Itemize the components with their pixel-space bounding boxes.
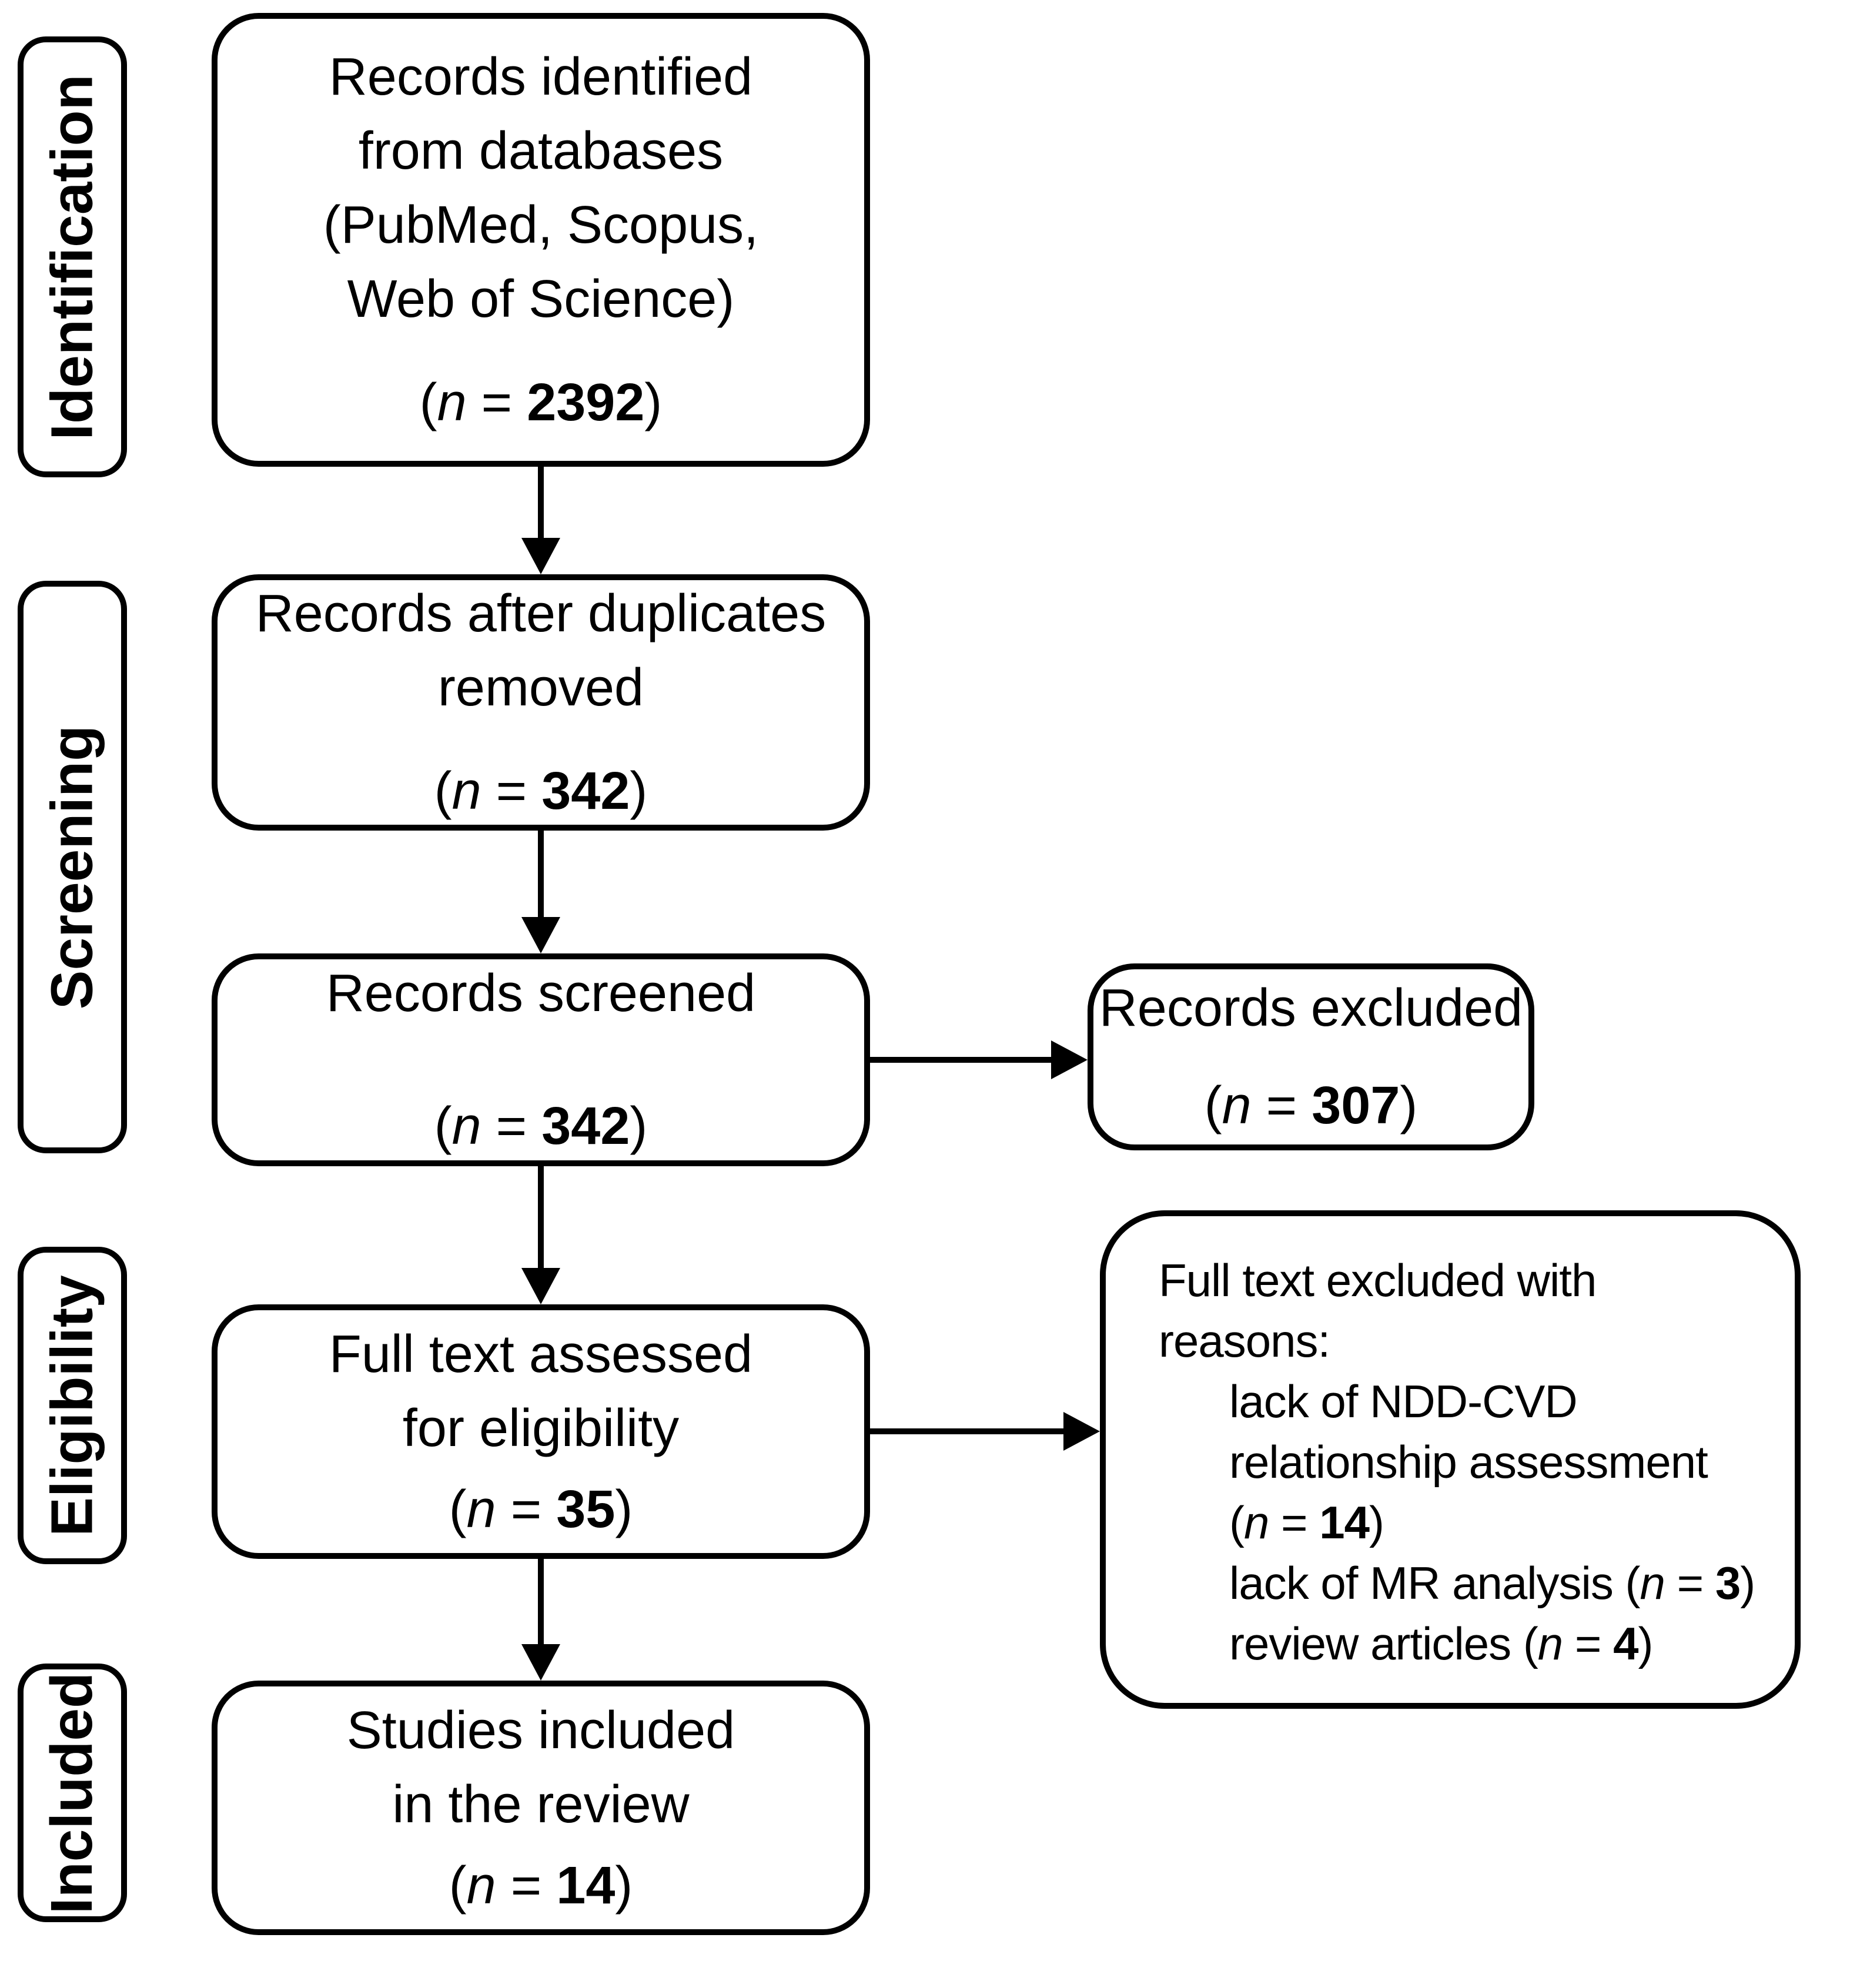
count-open-paren: ( (449, 1856, 467, 1915)
count-n-symbol: n (451, 762, 481, 821)
text-line: lack of NDD-CVD (1229, 1375, 1578, 1427)
count-close-paren: ) (1638, 1617, 1653, 1669)
stage-label: Identification (39, 73, 105, 440)
count-equals: = (1251, 1076, 1312, 1135)
count-equals: = (481, 1097, 542, 1156)
count-open-paren: ( (1523, 1617, 1538, 1669)
count-equals: = (1563, 1617, 1614, 1669)
count-close-paren: ) (644, 373, 663, 432)
count-equals: = (466, 373, 527, 432)
count-open-paren: ( (434, 762, 452, 821)
count-equals: = (481, 762, 542, 821)
count-close-paren: ) (615, 1856, 633, 1915)
text-line: Records excluded (1099, 979, 1523, 1037)
count-n-symbol: n (437, 373, 467, 432)
box-fulltext-excluded-reasons: Full text excluded with reasons: lack of… (1100, 1210, 1801, 1709)
text-line: lack of MR analysis (n = 3) (1159, 1553, 1771, 1614)
count-open-paren: ( (419, 373, 437, 432)
count-open-paren: ( (449, 1480, 467, 1539)
text-line: from databases (358, 122, 724, 180)
count-open-paren: ( (434, 1097, 452, 1156)
text-line: for eligibility (402, 1398, 680, 1458)
count-value: 307 (1312, 1076, 1400, 1135)
count-n-symbol: n (1537, 1617, 1563, 1669)
count-close-paren: ) (1740, 1557, 1755, 1609)
count-equals: = (1269, 1496, 1320, 1548)
text-line: reasons: (1159, 1314, 1330, 1367)
text-line: Full text excluded with (1159, 1254, 1597, 1306)
count-value: 14 (556, 1856, 615, 1915)
count-value: 35 (556, 1480, 615, 1539)
count-close-paren: ) (630, 762, 648, 821)
stage-label: Included (39, 1672, 105, 1914)
stage-eligibility: Eligibility (18, 1247, 127, 1564)
stage-label: Screening (39, 725, 105, 1009)
box-duplicates-removed: Records after duplicates removed (n = 34… (212, 574, 870, 831)
text-line: relationship assessment (1229, 1435, 1708, 1488)
count-equals: = (496, 1856, 557, 1915)
count-value: 3 (1715, 1557, 1741, 1609)
stage-identification: Identification (18, 36, 127, 477)
stage-included: Included (18, 1664, 127, 1922)
box-records-identified: Records identified from databases (PubMe… (212, 13, 870, 467)
box-fulltext-assessed: Full text assessed for eligibility (n = … (212, 1304, 870, 1559)
arrow-fulltext-to-included (520, 1559, 561, 1681)
count-line: (n = 14) (1159, 1492, 1771, 1553)
count-equals: = (496, 1480, 557, 1539)
text-line: Records identified (329, 48, 753, 106)
count-close-paren: ) (1369, 1496, 1384, 1548)
count-equals: = (1664, 1557, 1715, 1609)
arrow-screened-to-excluded (870, 1039, 1088, 1080)
arrow-screened-to-fulltext (520, 1166, 561, 1304)
count-value: 14 (1319, 1496, 1370, 1548)
count-n-symbol: n (1243, 1496, 1269, 1548)
count-close-paren: ) (1400, 1076, 1418, 1135)
count-n-symbol: n (1222, 1076, 1252, 1135)
count-close-paren: ) (615, 1480, 633, 1539)
text-line: Records after duplicates (255, 584, 827, 643)
count-value: 2392 (527, 373, 645, 432)
count-value: 342 (541, 762, 630, 821)
count-n-symbol: n (1640, 1557, 1665, 1609)
stage-screening: Screening (18, 581, 127, 1153)
reason-text: lack of MR analysis (1229, 1557, 1625, 1609)
box-studies-included: Studies included in the review (n = 14) (212, 1681, 870, 1935)
count-n-symbol: n (451, 1097, 481, 1156)
text-line: in the review (392, 1775, 690, 1834)
text-line: (PubMed, Scopus, (323, 196, 759, 255)
box-records-excluded: Records excluded (n = 307) (1088, 963, 1534, 1150)
count-n-symbol: n (466, 1480, 496, 1539)
arrow-fulltext-to-reasons (870, 1411, 1100, 1452)
arrow-identified-to-duplicates (520, 467, 561, 574)
stage-label: Eligibility (39, 1274, 105, 1537)
count-line: (n = 307) (1205, 1069, 1418, 1143)
text-line: Web of Science) (347, 270, 735, 329)
text-line: Records screened (326, 964, 756, 1023)
text-line: Studies included (346, 1701, 735, 1760)
text-line: removed (437, 658, 644, 717)
text-line: review articles (n = 4) (1159, 1614, 1771, 1674)
count-line: (n = 342) (434, 754, 648, 828)
arrow-duplicates-to-screened (520, 831, 561, 953)
count-line: (n = 35) (449, 1472, 633, 1547)
count-open-paren: ( (1625, 1557, 1641, 1609)
count-line: (n = 14) (449, 1849, 633, 1923)
count-open-paren: ( (1229, 1496, 1245, 1548)
count-open-paren: ( (1204, 1076, 1222, 1135)
count-value: 4 (1613, 1617, 1638, 1669)
count-n-symbol: n (466, 1856, 496, 1915)
count-line: (n = 342) (434, 1089, 648, 1163)
box-records-screened: Records screened (n = 342) (212, 953, 870, 1166)
text-line: Full text assessed (329, 1324, 753, 1384)
count-close-paren: ) (630, 1097, 648, 1156)
count-line: (n = 2392) (420, 366, 663, 440)
count-value: 342 (541, 1097, 630, 1156)
reason-text: review articles (1229, 1617, 1523, 1669)
